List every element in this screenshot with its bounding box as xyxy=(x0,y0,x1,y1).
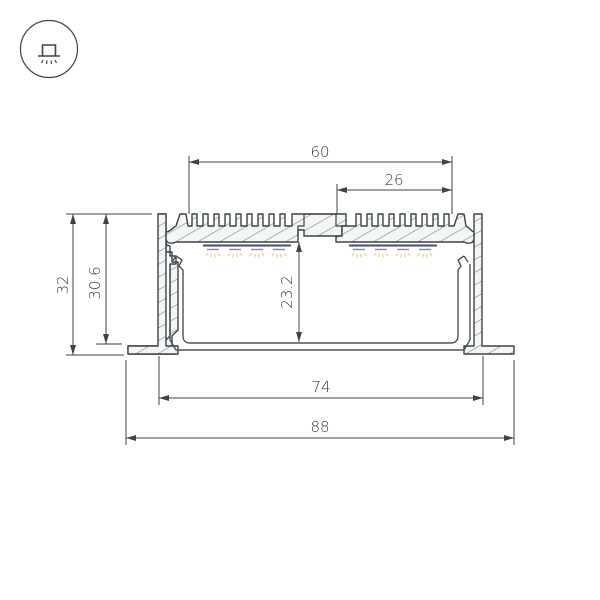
diffuser xyxy=(169,255,471,351)
led-strip-left xyxy=(203,244,291,258)
dimension-60-label: 60 xyxy=(310,143,329,161)
led-7 xyxy=(395,248,411,258)
dimension-74: 74 xyxy=(158,356,484,405)
recessed-mount-icon xyxy=(19,19,79,79)
dimension-60: 60 xyxy=(188,143,453,214)
dimension-23-2-label: 23.2 xyxy=(278,275,296,308)
dimension-30-6: 30.6 xyxy=(86,214,122,345)
led-3 xyxy=(249,248,265,258)
dimension-74-label: 74 xyxy=(311,378,330,396)
led-2 xyxy=(227,248,243,258)
dimension-32-label: 32 xyxy=(54,275,72,294)
led-8 xyxy=(417,248,433,258)
dimension-88: 88 xyxy=(125,360,515,445)
dimension-23-2: 23.2 xyxy=(278,242,302,342)
heatsink-left xyxy=(165,213,347,244)
right-wall xyxy=(463,213,515,355)
led-4 xyxy=(271,248,287,258)
heatsink-right xyxy=(335,213,475,244)
dimension-32: 32 xyxy=(54,213,152,356)
dimension-26-label: 26 xyxy=(384,171,403,189)
led-6 xyxy=(373,248,389,258)
led-5 xyxy=(351,248,367,258)
dimension-26: 26 xyxy=(336,171,452,214)
center-clip-slot xyxy=(297,213,342,236)
dimension-30-6-label: 30.6 xyxy=(86,266,104,299)
dimension-88-label: 88 xyxy=(310,418,329,436)
left-wall xyxy=(127,213,179,355)
led-strip-right xyxy=(349,244,437,258)
led-1 xyxy=(205,248,221,258)
